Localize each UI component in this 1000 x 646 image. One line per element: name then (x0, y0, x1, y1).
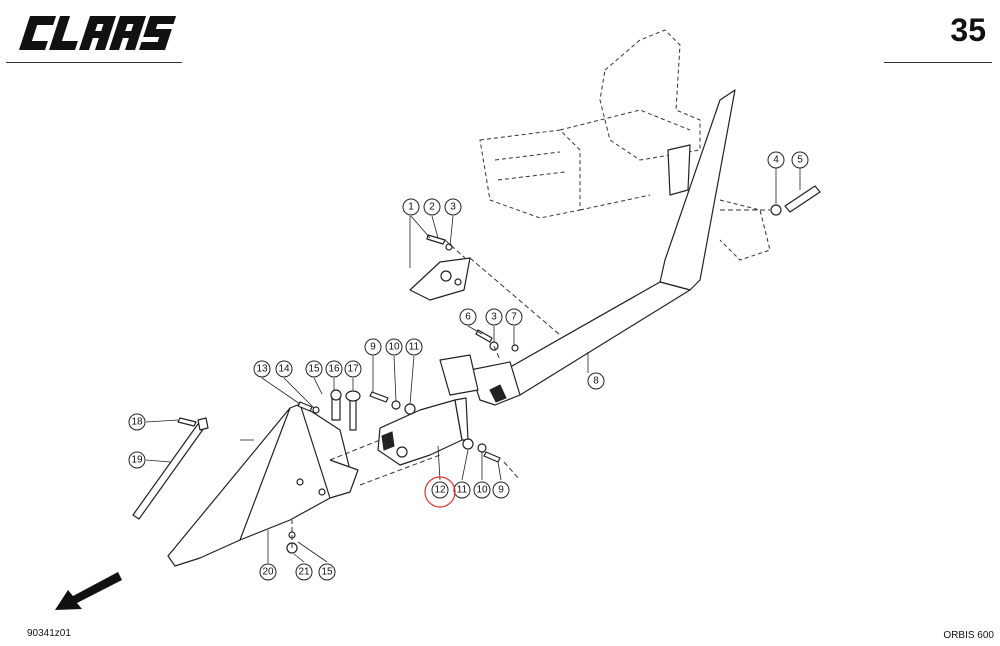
callout-11-top: 11 (405, 338, 423, 356)
svg-text:11: 11 (409, 342, 420, 353)
svg-text:10: 10 (388, 342, 400, 353)
callout-20: 20 (259, 563, 277, 581)
svg-text:7: 7 (511, 312, 517, 323)
arm-part-8 (439, 89, 736, 406)
machine-model: ORBIS 600 (943, 630, 994, 641)
page-number: 35 (950, 12, 986, 48)
divider-cone-part-20 (167, 403, 359, 567)
direction-arrow-icon (55, 572, 122, 610)
svg-text:1: 1 (408, 202, 414, 213)
callout-13: 13 (253, 360, 271, 378)
highlight-ring (424, 476, 456, 508)
callout-9-bottom: 9 (492, 481, 510, 499)
header-rule-left (6, 62, 182, 63)
drawing-code: 90341z01 (27, 628, 71, 639)
hardware (177, 185, 821, 554)
callout-3-top: 3 (444, 198, 462, 216)
callout-6: 6 (459, 308, 477, 326)
callout-3-mid: 3 (485, 308, 503, 326)
callout-14: 14 (275, 360, 293, 378)
callout-15-top: 15 (305, 360, 323, 378)
svg-text:8: 8 (593, 376, 599, 387)
leader-lines (145, 168, 801, 563)
frame-outline (479, 29, 771, 261)
svg-text:20: 20 (262, 567, 274, 578)
callout-5: 5 (791, 151, 809, 169)
svg-text:12: 12 (434, 485, 446, 496)
callout-7: 7 (505, 308, 523, 326)
callout-17: 17 (344, 360, 362, 378)
svg-text:17: 17 (347, 364, 359, 375)
svg-text:19: 19 (131, 455, 143, 466)
svg-text:10: 10 (476, 485, 488, 496)
svg-text:18: 18 (131, 417, 143, 428)
callout-9-top: 9 (364, 338, 382, 356)
svg-text:3: 3 (491, 312, 497, 323)
assembly-lines (291, 209, 770, 548)
svg-text:3: 3 (450, 202, 456, 213)
svg-text:21: 21 (298, 567, 310, 578)
rod-part-19 (132, 417, 209, 520)
callout-16: 16 (325, 360, 343, 378)
callout-15-bottom: 15 (318, 563, 336, 581)
callout-21: 21 (295, 563, 313, 581)
svg-text:2: 2 (429, 202, 435, 213)
callout-2: 2 (423, 198, 441, 216)
svg-text:13: 13 (256, 364, 268, 375)
svg-text:4: 4 (773, 155, 779, 166)
svg-text:11: 11 (457, 485, 468, 496)
callout-12-highlighted: 12 (424, 476, 456, 508)
svg-text:14: 14 (278, 364, 290, 375)
bracket-part-1 (409, 257, 471, 301)
callout-10-top: 10 (385, 338, 403, 356)
support-plate-part-12 (377, 397, 469, 466)
svg-text:9: 9 (370, 342, 376, 353)
svg-text:15: 15 (308, 364, 320, 375)
callout-10-bottom: 10 (473, 481, 491, 499)
svg-text:9: 9 (498, 485, 504, 496)
svg-text:6: 6 (465, 312, 471, 323)
claas-logo (19, 16, 177, 50)
svg-text:5: 5 (797, 155, 803, 166)
svg-text:16: 16 (328, 364, 340, 375)
callout-11-bottom: 11 (453, 481, 471, 499)
callout-19: 19 (128, 451, 146, 469)
header-rule-right (884, 62, 992, 63)
svg-text:15: 15 (321, 567, 333, 578)
callout-4: 4 (767, 151, 785, 169)
callout-18: 18 (128, 413, 146, 431)
callout-1: 1 (402, 198, 420, 216)
callout-8: 8 (587, 372, 605, 390)
part-callouts: 1 2 3 3 4 5 6 7 8 9 9 10 10 11 11 12 13 … (128, 151, 809, 581)
